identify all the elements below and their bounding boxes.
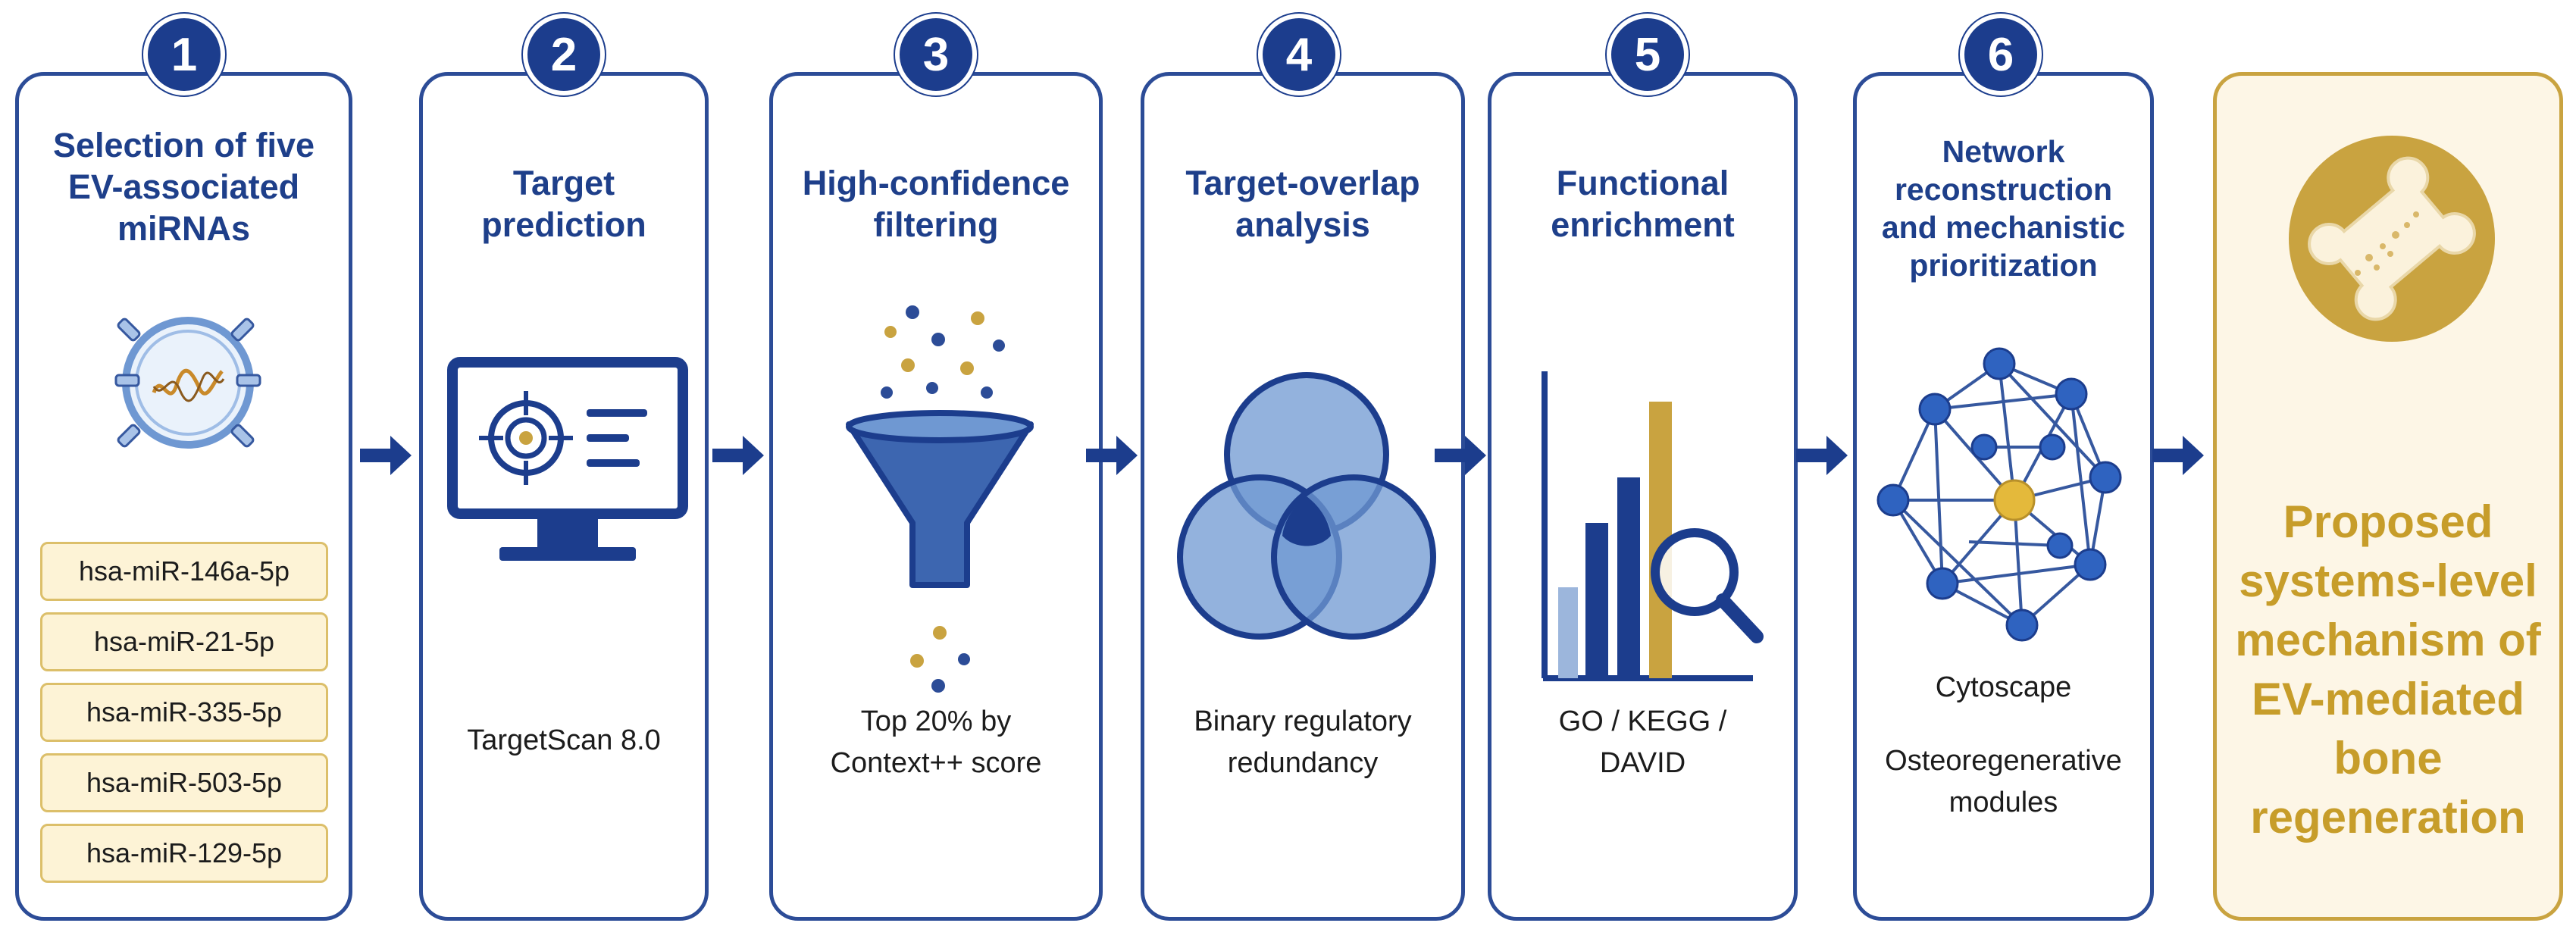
step-number-badge-2: 2 [523,14,605,95]
mirna-item-1: hsa-miR-146a-5p [40,542,328,601]
extracellular-vesicle-icon [114,317,261,449]
step-number-badge-1: 1 [143,14,225,95]
monitor-target-icon [447,357,688,561]
flow-arrow-icon-1 [360,436,412,475]
step-2-title: Target prediction [481,164,646,244]
flow-arrow-icon-3 [1086,436,1138,475]
flow-arrow-icon-2 [712,436,764,475]
venn-diagram-icon [1177,372,1436,640]
mirna-item-3: hsa-miR-335-5p [40,683,328,742]
mirna-item-4: hsa-miR-503-5p [40,753,328,812]
flow-arrow-icon-4 [1435,436,1486,475]
network-icon [1876,347,2122,642]
flow-arrow-icon-6 [2152,436,2204,475]
result-text: Proposed systems-level mechanism of EV-m… [2235,496,2541,843]
step-number-badge-6: 6 [1960,14,2042,95]
funnel-icon [846,305,1034,693]
step-6-title: Network reconstruction and mechanistic p… [1881,134,2126,283]
step-panel-1: Selection of five EV-associated miRNAs h… [15,72,352,921]
bone-icon [2289,136,2495,342]
step-number-badge-4: 4 [1258,14,1340,95]
step-number-badge-5: 5 [1607,14,1689,95]
step-6-caption: Cytoscape Osteoregenerative modules [1885,671,2122,819]
step-4-title: Target-overlap analysis [1185,164,1420,244]
result-panel: Proposed systems-level mechanism of EV-m… [2213,72,2563,921]
bar-chart-magnifier-icon [1542,371,1764,681]
step-panel-3: High-confidence filtering Top 20% by Con… [769,72,1103,921]
step-1-title: Selection of five EV-associated miRNAs [52,126,315,248]
step-2-caption: TargetScan 8.0 [467,724,661,756]
mirna-item-5: hsa-miR-129-5p [40,824,328,883]
step-3-caption: Top 20% by Context++ score [830,706,1042,780]
step-3-title: High-confidence filtering [802,164,1070,244]
flow-arrow-icon-5 [1796,436,1848,475]
step-panel-2: Target prediction TargetScan 8.0 [419,72,709,921]
step-panel-4: Target-overlap analysis Binary regulator… [1141,72,1465,921]
step-number-badge-3: 3 [895,14,977,95]
step-panel-6: Network reconstruction and mechanistic p… [1853,72,2154,921]
step-5-caption: GO / KEGG / DAVID [1558,706,1727,780]
mirna-item-2: hsa-miR-21-5p [40,612,328,671]
step-panel-5: Functional enrichment GO / KEGG / DAVID [1488,72,1798,921]
step-5-title: Functional enrichment [1551,164,1735,244]
step-4-caption: Binary regulatory redundancy [1194,706,1412,780]
